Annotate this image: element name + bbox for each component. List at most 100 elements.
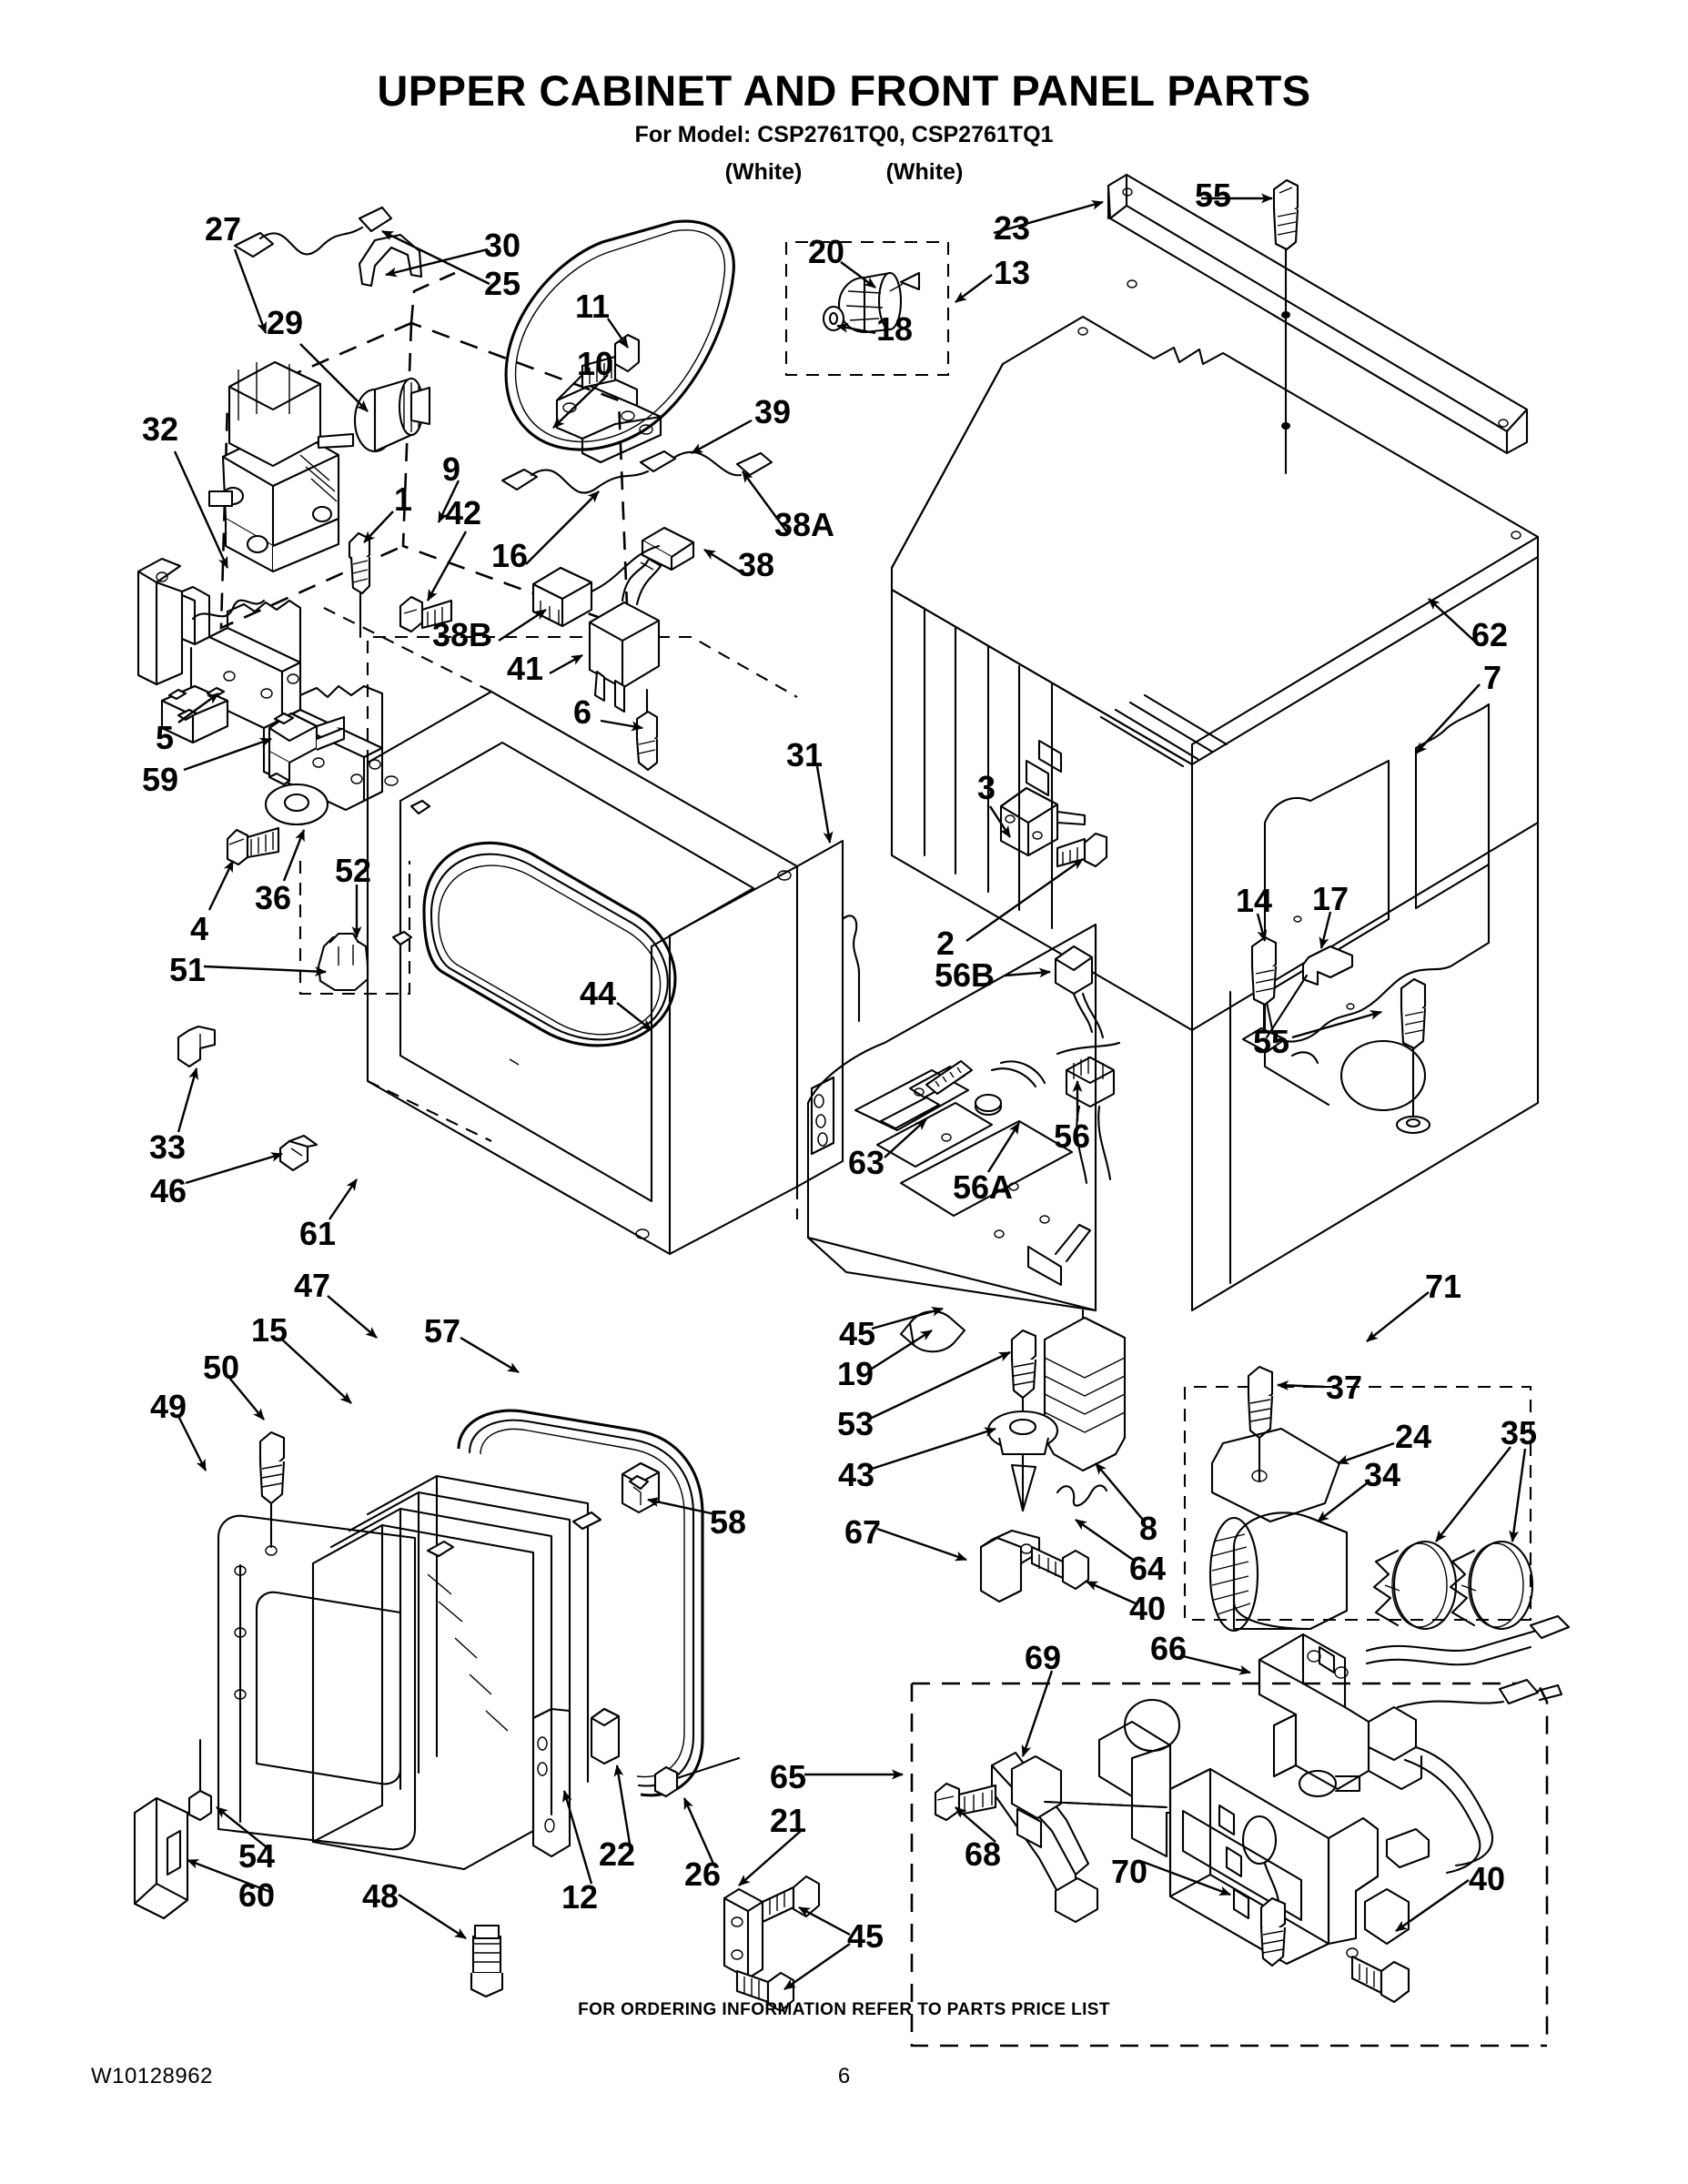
callout-17: 17 <box>1311 880 1349 917</box>
vent-cap-35-right <box>1450 1542 1532 1629</box>
model-subtitle: For Model: CSP2761TQ0, CSP2761TQ1 <box>634 122 1054 147</box>
top-brace-23 <box>1108 175 1527 453</box>
callout-8: 8 <box>1138 1510 1158 1547</box>
wire-harness-38A <box>675 452 772 475</box>
page-title: UPPER CABINET AND FRONT PANEL PARTS <box>377 66 1311 115</box>
side-flange-31 <box>797 841 859 1187</box>
callout-70: 70 <box>1110 1853 1148 1890</box>
pin-26 <box>655 1758 739 1796</box>
callout-25: 25 <box>483 265 521 302</box>
callout-4: 4 <box>189 910 209 947</box>
callout-20: 20 <box>807 233 845 270</box>
callout-29: 29 <box>266 304 304 341</box>
wire-lead-25 <box>235 207 391 257</box>
door-outer-panel-49 <box>218 1516 415 1850</box>
page-number: 6 <box>837 2064 851 2088</box>
callout-52: 52 <box>334 852 372 889</box>
callout-54: 54 <box>238 1837 276 1875</box>
callout-48: 48 <box>361 1877 399 1915</box>
cover-plate-24 <box>1212 1429 1339 1522</box>
door-seal-57 <box>459 1410 702 1795</box>
callout-2: 2 <box>935 925 955 962</box>
document-code: W10128962 <box>91 2064 213 2088</box>
callout-33: 33 <box>148 1128 187 1166</box>
leveling-leg-8 <box>1045 1310 1125 1471</box>
callout-40: 40 <box>1468 1860 1506 1897</box>
callout-64: 64 <box>1128 1550 1167 1587</box>
callout-38a: 38A <box>773 506 835 543</box>
bushing-33 <box>178 1026 215 1067</box>
wire-tie-64 <box>1057 1485 1107 1505</box>
actuator-69 <box>992 1753 1167 1922</box>
screw-55-right <box>1397 979 1430 1133</box>
door-strike-22 <box>591 1709 619 1764</box>
callout-9: 9 <box>441 450 461 488</box>
drive-belt-30 <box>506 221 733 450</box>
control-rail-70 <box>1099 1700 1409 2002</box>
callout-62: 62 <box>1471 616 1509 653</box>
callout-43: 43 <box>837 1456 875 1493</box>
group-box-65 <box>912 1684 1547 2046</box>
callout-16: 16 <box>490 537 529 574</box>
callout-49: 49 <box>149 1388 187 1425</box>
callout-36: 36 <box>254 879 292 916</box>
callout-37: 37 <box>1325 1369 1363 1406</box>
callout-5: 5 <box>155 719 175 756</box>
callout-6: 6 <box>572 693 592 731</box>
bracket-67 <box>981 1531 1088 1602</box>
finish-row: (White) (White) <box>0 159 1688 186</box>
ordering-note: FOR ORDERING INFORMATION REFER TO PARTS … <box>578 2000 1110 2019</box>
callout-58: 58 <box>709 1503 747 1541</box>
washer-36 <box>266 784 328 824</box>
screw-42 <box>400 597 451 632</box>
finish-label-1: (White) <box>724 159 803 185</box>
callout-45: 45 <box>846 1917 884 1955</box>
callout-23: 23 <box>993 209 1031 247</box>
front-panel-assembly <box>368 692 797 1254</box>
callout-12: 12 <box>561 1878 599 1916</box>
callout-44: 44 <box>579 975 617 1012</box>
callout-21: 21 <box>769 1802 807 1839</box>
finish-label-2: (White) <box>885 159 964 185</box>
cabinet-top-panel-62 <box>892 280 1538 764</box>
callout-53: 53 <box>836 1405 874 1442</box>
screw-6 <box>637 690 657 770</box>
callout-41: 41 <box>506 650 544 687</box>
callout-46: 46 <box>149 1172 187 1209</box>
callout-56b: 56B <box>934 956 996 994</box>
group-box-71 <box>1185 1387 1531 1620</box>
retainer-clip-9 <box>359 235 421 286</box>
callout-42: 42 <box>444 494 482 531</box>
callout-34: 34 <box>1363 1456 1401 1493</box>
callout-47: 47 <box>293 1267 331 1304</box>
screw-11 <box>582 335 639 388</box>
screw-55-top <box>1274 180 1298 473</box>
bulkhead-base <box>808 925 1096 1310</box>
callout-3: 3 <box>976 769 996 806</box>
callout-60: 60 <box>238 1876 276 1914</box>
callout-22: 22 <box>598 1835 636 1873</box>
rear-panel-cutouts <box>1265 704 1489 1110</box>
callout-14: 14 <box>1235 882 1273 919</box>
callout-11: 11 <box>574 288 611 325</box>
door-inner-panels <box>313 1476 588 1869</box>
callout-32: 32 <box>141 410 179 448</box>
bulkhead-assembly <box>808 788 1119 1310</box>
handle-54-60 <box>135 1740 211 1918</box>
callout-40: 40 <box>1128 1590 1167 1627</box>
screw-50 <box>260 1432 284 1555</box>
callout-24: 24 <box>1394 1418 1432 1455</box>
screw-53 <box>1012 1330 1036 1421</box>
callout-35: 35 <box>1500 1414 1538 1451</box>
callout-57: 57 <box>423 1312 461 1350</box>
callout-13: 13 <box>993 254 1031 291</box>
callout-10: 10 <box>576 345 614 382</box>
vent-cap-35-left <box>1374 1542 1456 1629</box>
callout-19: 19 <box>836 1355 874 1392</box>
group-box-52 <box>300 861 409 994</box>
callout-38: 38 <box>737 546 775 583</box>
drive-motor-part <box>209 362 353 571</box>
clip-46 <box>280 1136 317 1170</box>
ground-screw-14 <box>1243 937 1285 1052</box>
screw-4 <box>227 828 278 864</box>
